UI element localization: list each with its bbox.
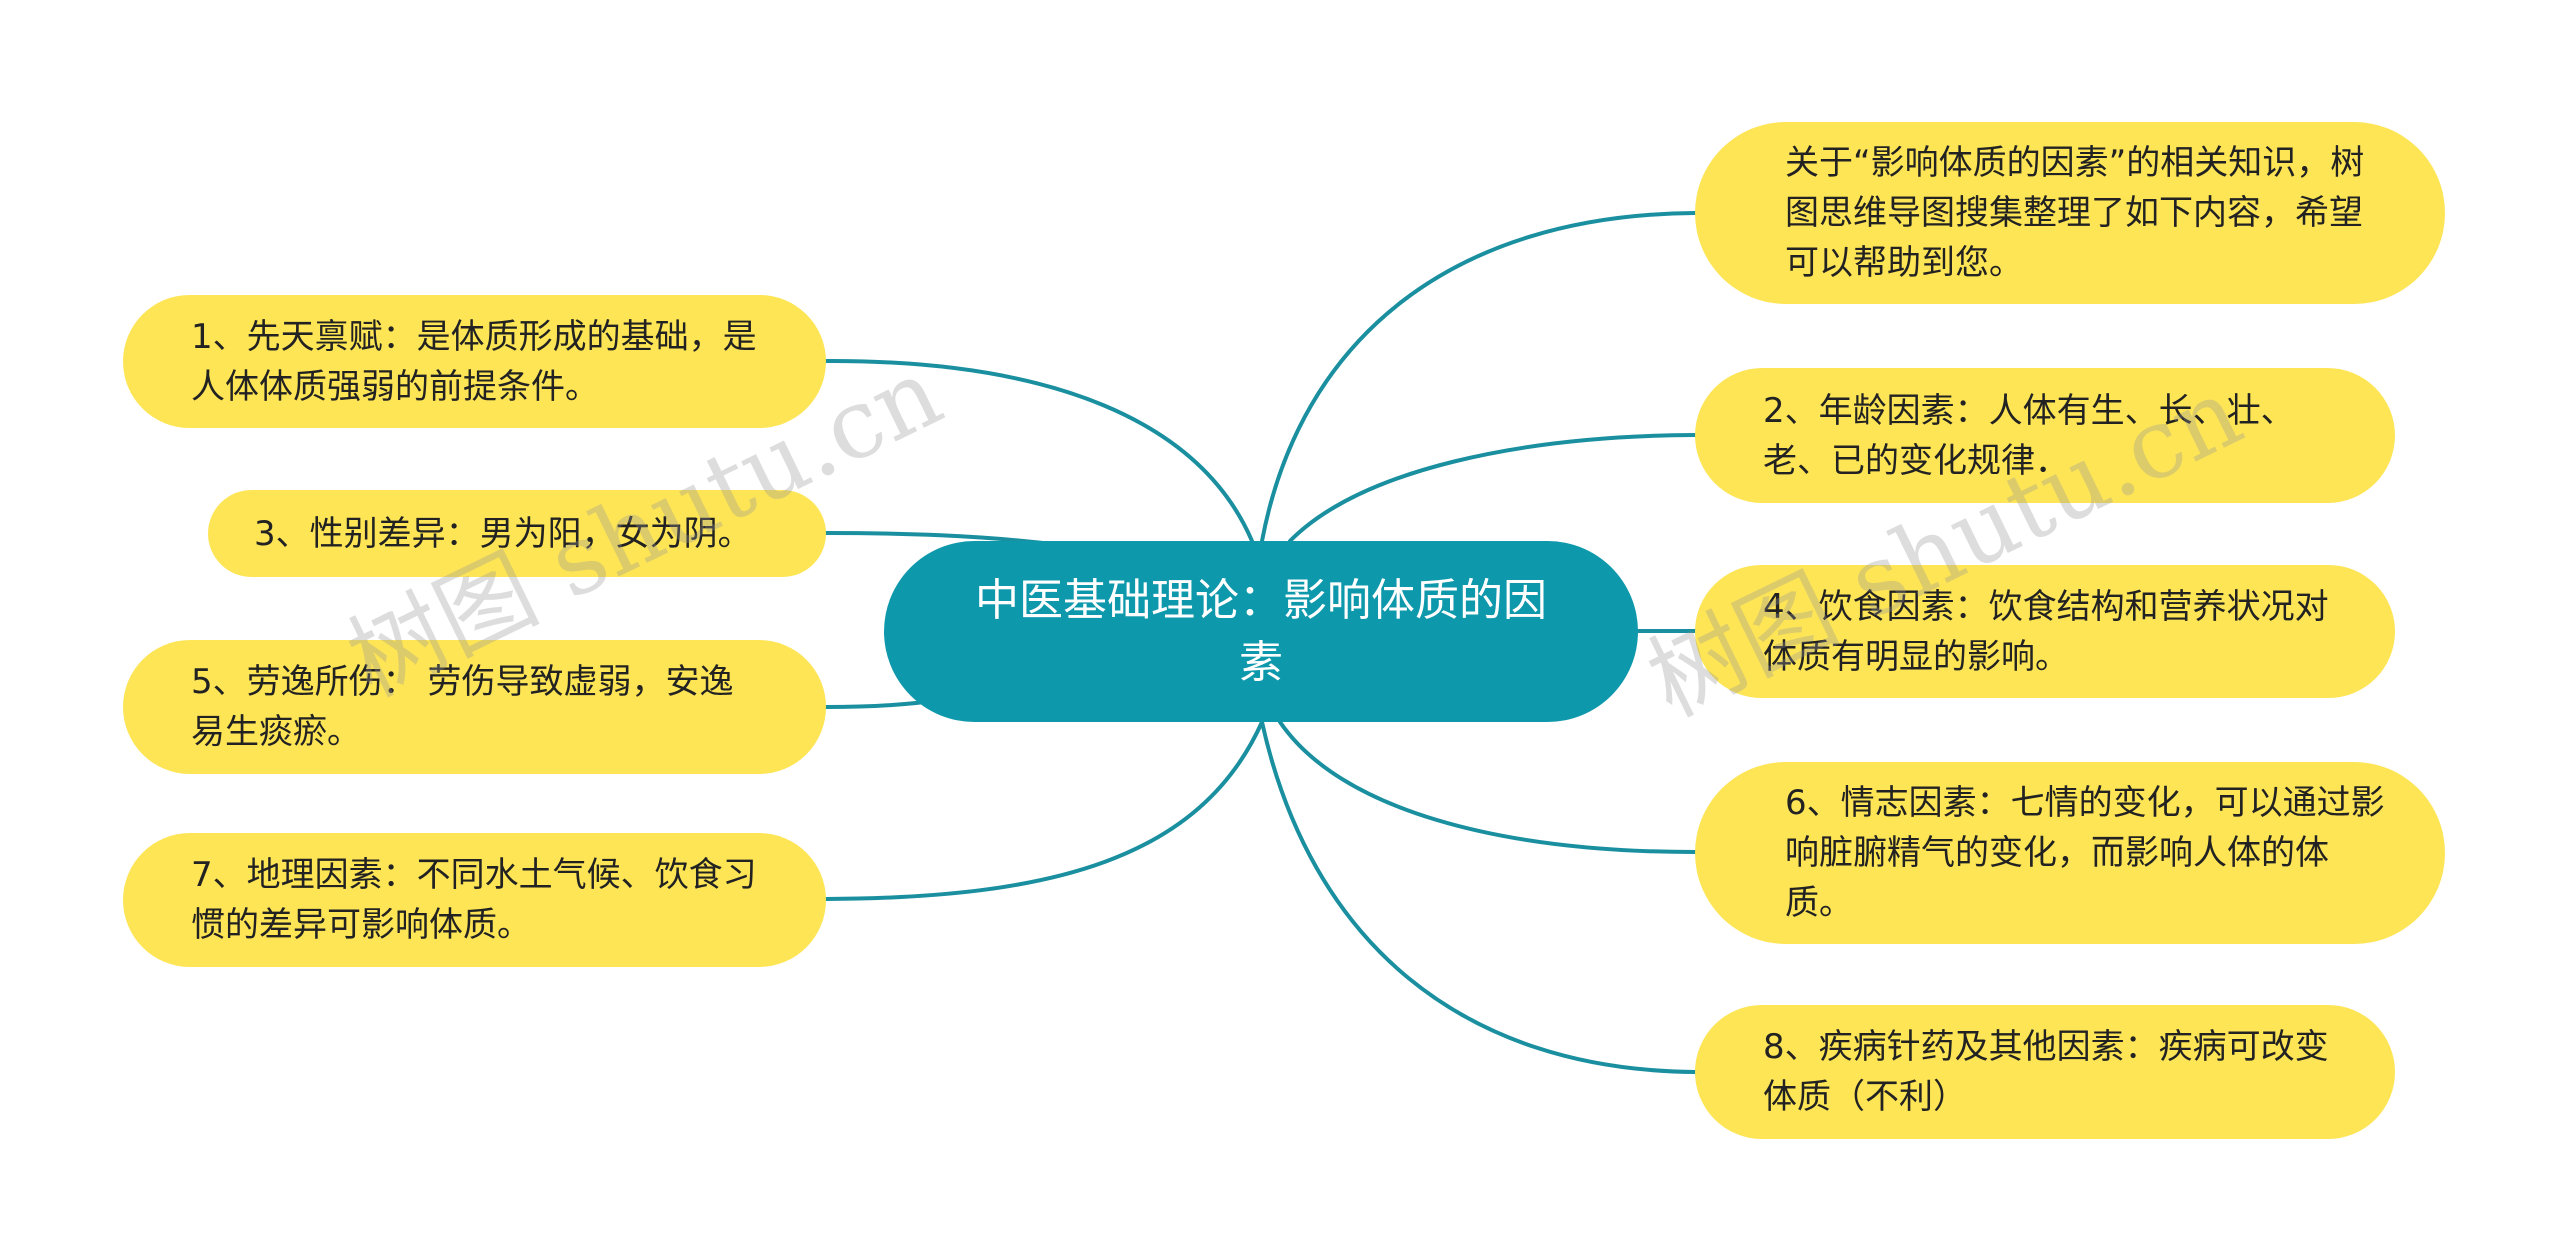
node-7-text: 7、地理因素：不同水土气候、饮食习惯的差异可影响体质。	[191, 855, 757, 945]
node-7[interactable]: 7、地理因素：不同水土气候、饮食习惯的差异可影响体质。	[123, 833, 826, 967]
node-4[interactable]: 4、饮食因素：饮食结构和营养状况对体质有明显的影响。	[1695, 565, 2395, 698]
node-3-text: 3、性别差异：男为阳，女为阴。	[254, 513, 752, 554]
node-2[interactable]: 2、年龄因素：人体有生、长、壮、老、已的变化规律．	[1695, 368, 2395, 503]
node-6-text: 6、情志因素：七情的变化，可以通过影响脏腑精气的变化，而影响人体的体质。	[1785, 783, 2385, 923]
node-3[interactable]: 3、性别差异：男为阳，女为阴。	[208, 490, 826, 577]
node-5-text: 5、劳逸所伤： 劳伤导致虚弱，安逸易生痰瘀。	[191, 662, 734, 752]
node-2-text: 2、年龄因素：人体有生、长、壮、老、已的变化规律．	[1763, 390, 2295, 481]
node-intro[interactable]: 关于“影响体质的因素”的相关知识，树图思维导图搜集整理了如下内容，希望可以帮助到…	[1695, 122, 2445, 304]
link-intro	[1260, 211, 1697, 543]
node-8[interactable]: 8、疾病针药及其他因素：疾病可改变体质（不利）	[1695, 1005, 2395, 1139]
node-6[interactable]: 6、情志因素：七情的变化，可以通过影响脏腑精气的变化，而影响人体的体质。	[1695, 762, 2445, 944]
node-1-text: 1、先天禀赋：是体质形成的基础，是人体体质强弱的前提条件。	[191, 316, 757, 407]
link-n1	[824, 358, 1254, 543]
node-5[interactable]: 5、劳逸所伤： 劳伤导致虚弱，安逸易生痰瘀。	[123, 640, 826, 774]
node-intro-text: 关于“影响体质的因素”的相关知识，树图思维导图搜集整理了如下内容，希望可以帮助到…	[1785, 143, 2365, 283]
node-4-text: 4、饮食因素：饮食结构和营养状况对体质有明显的影响。	[1763, 586, 2329, 677]
node-1[interactable]: 1、先天禀赋：是体质形成的基础，是人体体质强弱的前提条件。	[123, 295, 826, 428]
root-topic[interactable]: 中医基础理论：影响体质的因素	[884, 541, 1638, 722]
link-n6	[1278, 720, 1697, 854]
link-n2	[1288, 433, 1697, 543]
root-topic-text: 中医基础理论：影响体质的因素	[975, 574, 1547, 688]
node-8-text: 8、疾病针药及其他因素：疾病可改变体质（不利）	[1763, 1027, 2329, 1117]
link-n7	[824, 720, 1264, 901]
link-n8	[1260, 720, 1697, 1074]
